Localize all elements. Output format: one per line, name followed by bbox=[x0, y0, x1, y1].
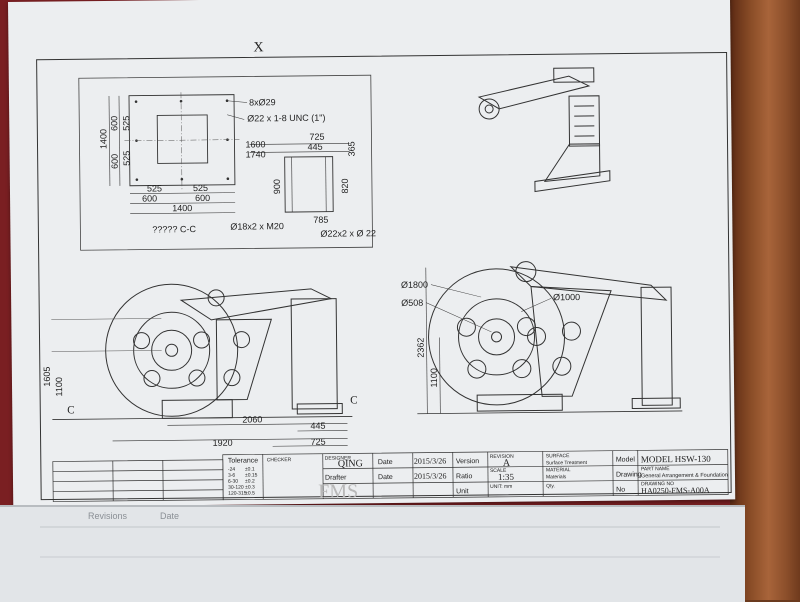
sheet-border bbox=[37, 52, 732, 499]
isometric-view bbox=[479, 68, 610, 192]
fms-logo: FMS bbox=[318, 480, 358, 502]
side-dim: 365 bbox=[346, 141, 356, 156]
svg-text:120-315: 120-315 bbox=[228, 491, 247, 497]
bolt-note: Ø18x2 x M20 bbox=[230, 221, 284, 232]
scale-value: 1:35 bbox=[498, 472, 515, 482]
bottom-dim-1920: 1920 bbox=[213, 438, 233, 448]
bottom-inner-1: 525 bbox=[147, 183, 162, 193]
qty-label: Qty. bbox=[546, 483, 555, 489]
left-total: 1400 bbox=[98, 129, 108, 149]
date-value-1: 2015/3/26 bbox=[414, 456, 447, 465]
revisions-label: Revisions bbox=[88, 511, 128, 521]
drawing-label: Drawing bbox=[616, 471, 642, 478]
depth-dim-1: 1600 bbox=[245, 139, 265, 149]
no-label: No bbox=[616, 487, 625, 494]
section-mark-right: C bbox=[350, 394, 357, 406]
drawing-no-value: HA0250-FMS-A00A bbox=[641, 486, 710, 496]
base-opening bbox=[157, 115, 207, 164]
material-label: MATERIAL bbox=[546, 467, 571, 473]
height-left: 900 bbox=[272, 179, 282, 194]
svg-text:±0.5: ±0.5 bbox=[245, 490, 255, 496]
dia-outer: Ø1800 bbox=[401, 280, 428, 290]
bottom-dim-725: 725 bbox=[311, 437, 326, 447]
part-name-value: General Arrangement & Foundation bbox=[641, 472, 728, 479]
drawing-canvas: X 600 525 525 600 1400 525 525 600 600 1… bbox=[8, 0, 735, 507]
left-dim-4: 600 bbox=[110, 154, 120, 169]
checker-label: CHECKER bbox=[267, 457, 292, 463]
next-page-canvas: Revisions Date bbox=[0, 507, 745, 602]
part-name-label: PART NAME bbox=[641, 466, 670, 472]
front-height-axis: 1100 bbox=[429, 368, 439, 387]
model-value: MODEL HSW-130 bbox=[641, 454, 712, 465]
left-dim-1: 600 bbox=[109, 116, 119, 131]
date-label-2: Date bbox=[378, 474, 393, 481]
bottom-dim-445: 445 bbox=[310, 421, 325, 431]
dia-inner: Ø508 bbox=[401, 298, 423, 308]
top-dim-1: 725 bbox=[309, 132, 324, 142]
margin-mark: X bbox=[253, 40, 263, 55]
tolerance-label: Tolerance bbox=[228, 457, 259, 464]
date-value-2: 2015/3/26 bbox=[414, 471, 447, 480]
material-value: Materials bbox=[546, 474, 567, 480]
side-height-total: 1605 bbox=[42, 367, 52, 387]
dia-mid: Ø1000 bbox=[553, 292, 580, 302]
pin-note: Ø22x2 x Ø 22 bbox=[320, 228, 376, 239]
holes-note: 8xØ29 bbox=[249, 97, 276, 107]
unit-label: Unit bbox=[456, 488, 469, 495]
bottom-total: 1400 bbox=[172, 203, 192, 213]
bottom-dim: 785 bbox=[313, 215, 328, 225]
left-dim-2: 525 bbox=[121, 116, 131, 131]
date-label-1: Date bbox=[378, 459, 393, 466]
depth-dim-2: 1740 bbox=[246, 149, 266, 159]
section-mark-left: C bbox=[67, 404, 74, 416]
side-height-axis: 1100 bbox=[54, 377, 64, 396]
version-label: Version bbox=[456, 458, 480, 465]
ratio-label: Ratio bbox=[456, 473, 473, 480]
bottom-inner-2: 525 bbox=[193, 183, 208, 193]
top-dim-2: 445 bbox=[307, 142, 322, 152]
front-view bbox=[428, 260, 681, 412]
drawing-sheet: X 600 525 525 600 1400 525 525 600 600 1… bbox=[8, 0, 735, 507]
unit-value: UNIT: mm bbox=[490, 484, 512, 490]
bottom-dim-2060: 2060 bbox=[242, 414, 262, 424]
surface-label: SURFACE bbox=[546, 453, 570, 459]
thread-note: Ø22 x 1-8 UNC (1") bbox=[247, 113, 325, 124]
front-height-total: 2362 bbox=[416, 338, 426, 358]
surface-value: Surface Treatment bbox=[546, 460, 588, 466]
date-col-label: Date bbox=[160, 511, 179, 521]
model-label: Model bbox=[616, 456, 636, 463]
tolerance-table: -24 ±0.1 3-6 ±0.15 6-30 ±0.2 30-120 ±0.3… bbox=[228, 466, 258, 496]
bottom-outer-2: 600 bbox=[195, 193, 210, 203]
designer-value: QING bbox=[338, 458, 363, 469]
left-dim-3: 525 bbox=[122, 151, 132, 166]
bottom-outer-1: 600 bbox=[142, 193, 157, 203]
next-page-edge: Revisions Date bbox=[0, 505, 745, 602]
height-right: 820 bbox=[340, 178, 350, 193]
section-label: ????? C-C bbox=[152, 224, 196, 234]
